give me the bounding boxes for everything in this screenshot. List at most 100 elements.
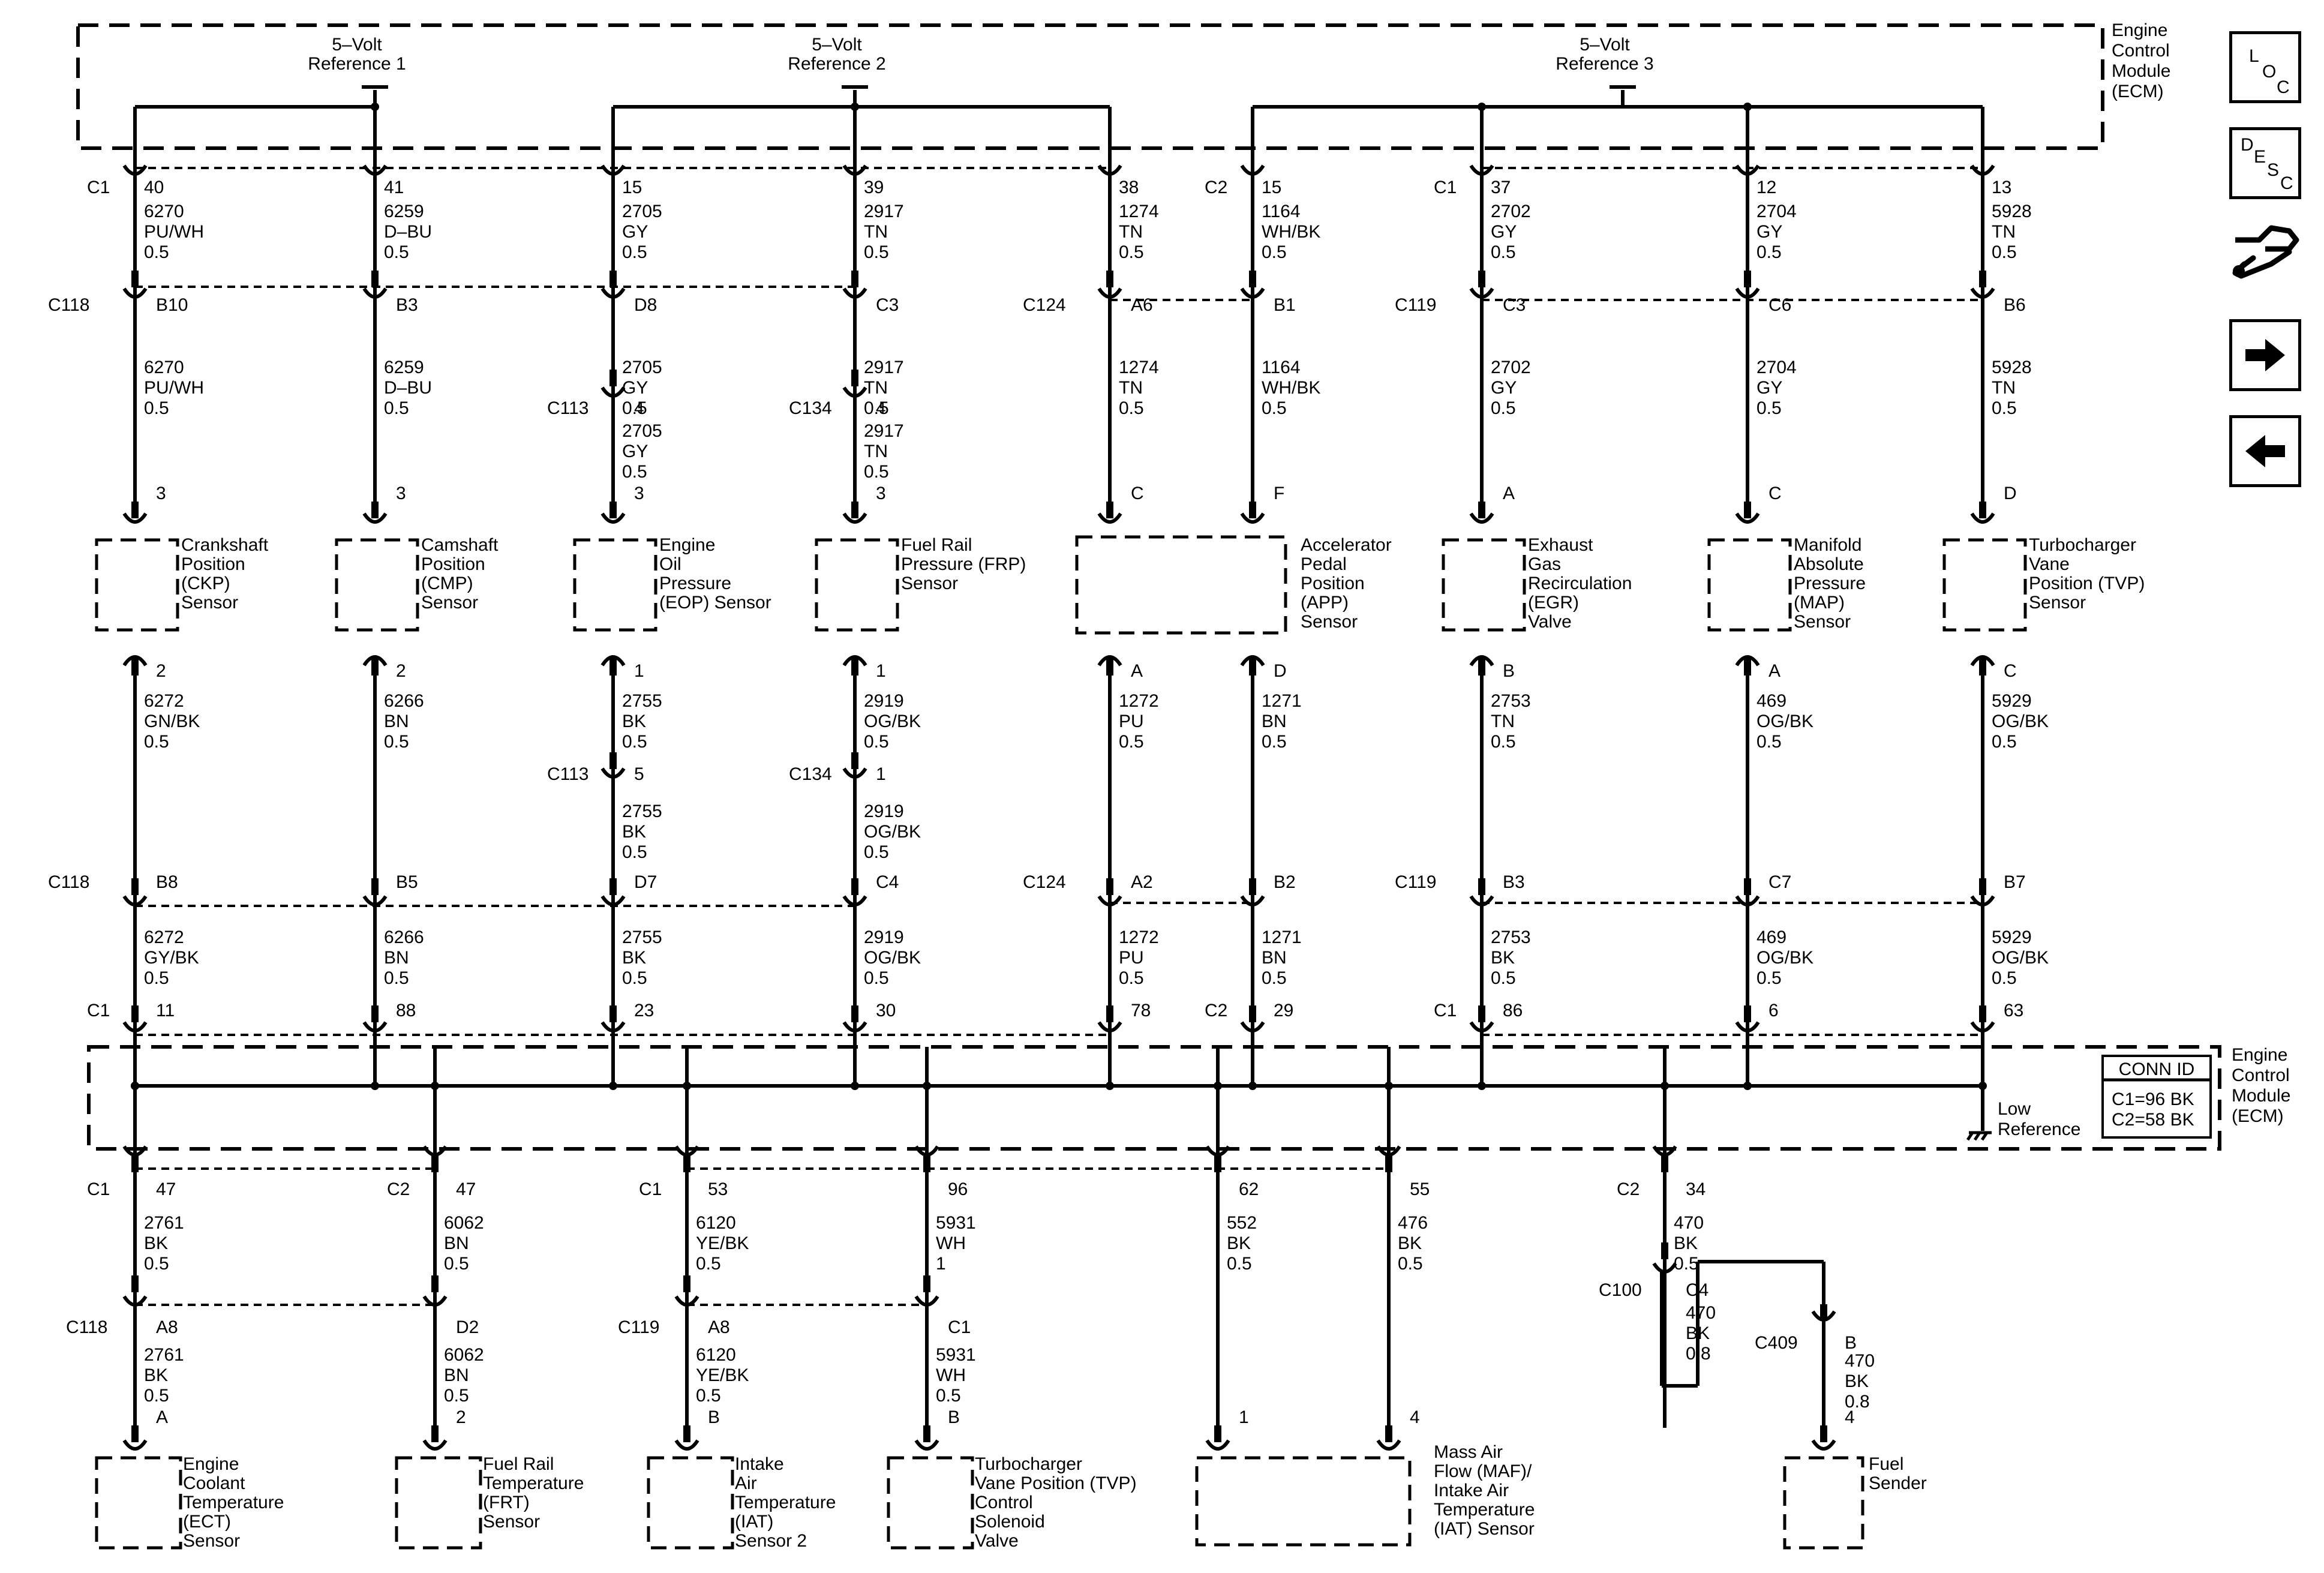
ecm-connector-bottom: C1 bbox=[1434, 1001, 1457, 1020]
sensor-box bbox=[95, 1456, 182, 1550]
ecm-pin-bottom: 6 bbox=[1768, 1001, 1779, 1020]
inline-pin: A8 bbox=[708, 1317, 730, 1337]
connector-terminal bbox=[600, 512, 626, 524]
connector-terminal bbox=[362, 164, 388, 176]
connector-pin bbox=[371, 1005, 379, 1022]
connector-pin bbox=[609, 878, 617, 895]
ecm-pin-top: 41 bbox=[384, 178, 404, 197]
sensor-pin-b: 2 bbox=[396, 661, 406, 681]
connector-pin bbox=[1820, 1304, 1827, 1321]
connector-terminal bbox=[362, 1021, 388, 1032]
ecm-connector-top: C2 bbox=[1205, 178, 1227, 197]
inline-connector-pin: B2 bbox=[1274, 872, 1296, 892]
sensor-box bbox=[95, 538, 179, 632]
ecm-pin-top: 15 bbox=[622, 178, 642, 197]
ecm-pin-bottom: 86 bbox=[1503, 1001, 1523, 1020]
next-button[interactable] bbox=[2229, 319, 2301, 391]
connector-terminal bbox=[122, 287, 148, 299]
ecm-pin-bottom: 11 bbox=[156, 1001, 175, 1020]
connector-terminal bbox=[1469, 287, 1494, 299]
inline-connector-label: C113 bbox=[547, 398, 589, 418]
sensor-pin-a: 3 bbox=[396, 484, 406, 503]
connector-pin bbox=[609, 752, 617, 769]
connector-terminal bbox=[1376, 1145, 1401, 1157]
connector-pin bbox=[1979, 271, 1986, 287]
connector-terminal bbox=[362, 287, 388, 299]
c409-label: C409 bbox=[1755, 1333, 1798, 1353]
c100-label: C100 bbox=[1599, 1280, 1642, 1300]
ecm-pin-bottom: 30 bbox=[876, 1001, 896, 1020]
loc-button[interactable]: L O C bbox=[2229, 31, 2301, 103]
inline-connector-pin: B5 bbox=[396, 872, 418, 892]
prev-button[interactable] bbox=[2229, 415, 2301, 487]
connector-pin bbox=[609, 1005, 617, 1022]
connector-pin bbox=[1478, 271, 1485, 287]
inline-connector-pin: C4 bbox=[876, 872, 899, 892]
sensor-pin-b: D bbox=[1274, 661, 1287, 681]
connector-pin bbox=[1979, 659, 1986, 676]
connector-terminal bbox=[842, 164, 867, 176]
connector-terminal bbox=[1469, 1021, 1494, 1032]
connector-pin bbox=[1249, 502, 1256, 518]
connector-terminal bbox=[1240, 1021, 1265, 1032]
inline-pin: A8 bbox=[156, 1317, 178, 1337]
connector-pin bbox=[1979, 502, 1986, 518]
sensor-box bbox=[815, 538, 899, 632]
ecm-pin-top: 15 bbox=[1262, 178, 1281, 197]
connector-pin bbox=[1744, 1005, 1751, 1022]
connector-pin bbox=[131, 878, 139, 895]
connector-pin bbox=[683, 1275, 690, 1292]
wrench-hand-button[interactable] bbox=[2229, 216, 2301, 288]
sensor-pin-a: 3 bbox=[876, 484, 886, 503]
connector-terminal bbox=[1970, 164, 1995, 176]
connector-terminal bbox=[674, 1439, 699, 1451]
connector-pin bbox=[431, 1155, 439, 1172]
connector-terminal bbox=[914, 1295, 939, 1307]
desc-button[interactable]: D E S C bbox=[2229, 127, 2301, 199]
connector-terminal bbox=[1240, 895, 1265, 906]
ecm-bottom-box bbox=[87, 1045, 2221, 1151]
fuel-sender-pin: 4 bbox=[1845, 1407, 1855, 1427]
connector-pin bbox=[1744, 878, 1751, 895]
connector-terminal bbox=[122, 1439, 148, 1451]
inline-connector-pin: B7 bbox=[2004, 872, 2026, 892]
c409-pin: B bbox=[1845, 1333, 1857, 1353]
ecm-pin-top: 13 bbox=[1992, 178, 2011, 197]
inline-pin: C1 bbox=[948, 1317, 971, 1337]
inline-connector-pin: A2 bbox=[1131, 872, 1153, 892]
connector-terminal bbox=[1240, 512, 1265, 524]
connector-pin bbox=[683, 1155, 690, 1172]
ecm-connector: C2 bbox=[387, 1179, 410, 1199]
connector-pin bbox=[1106, 878, 1113, 895]
connector-pin bbox=[851, 271, 858, 287]
connector-pin bbox=[1106, 1005, 1113, 1022]
connector-terminal bbox=[122, 512, 148, 524]
sensor-box bbox=[887, 1456, 974, 1550]
connector-terminal bbox=[842, 287, 867, 299]
ecm-pin-top: 38 bbox=[1119, 178, 1139, 197]
connector-pin bbox=[371, 878, 379, 895]
connector-terminal bbox=[842, 1021, 867, 1032]
sensor-pin: A bbox=[156, 1407, 168, 1427]
